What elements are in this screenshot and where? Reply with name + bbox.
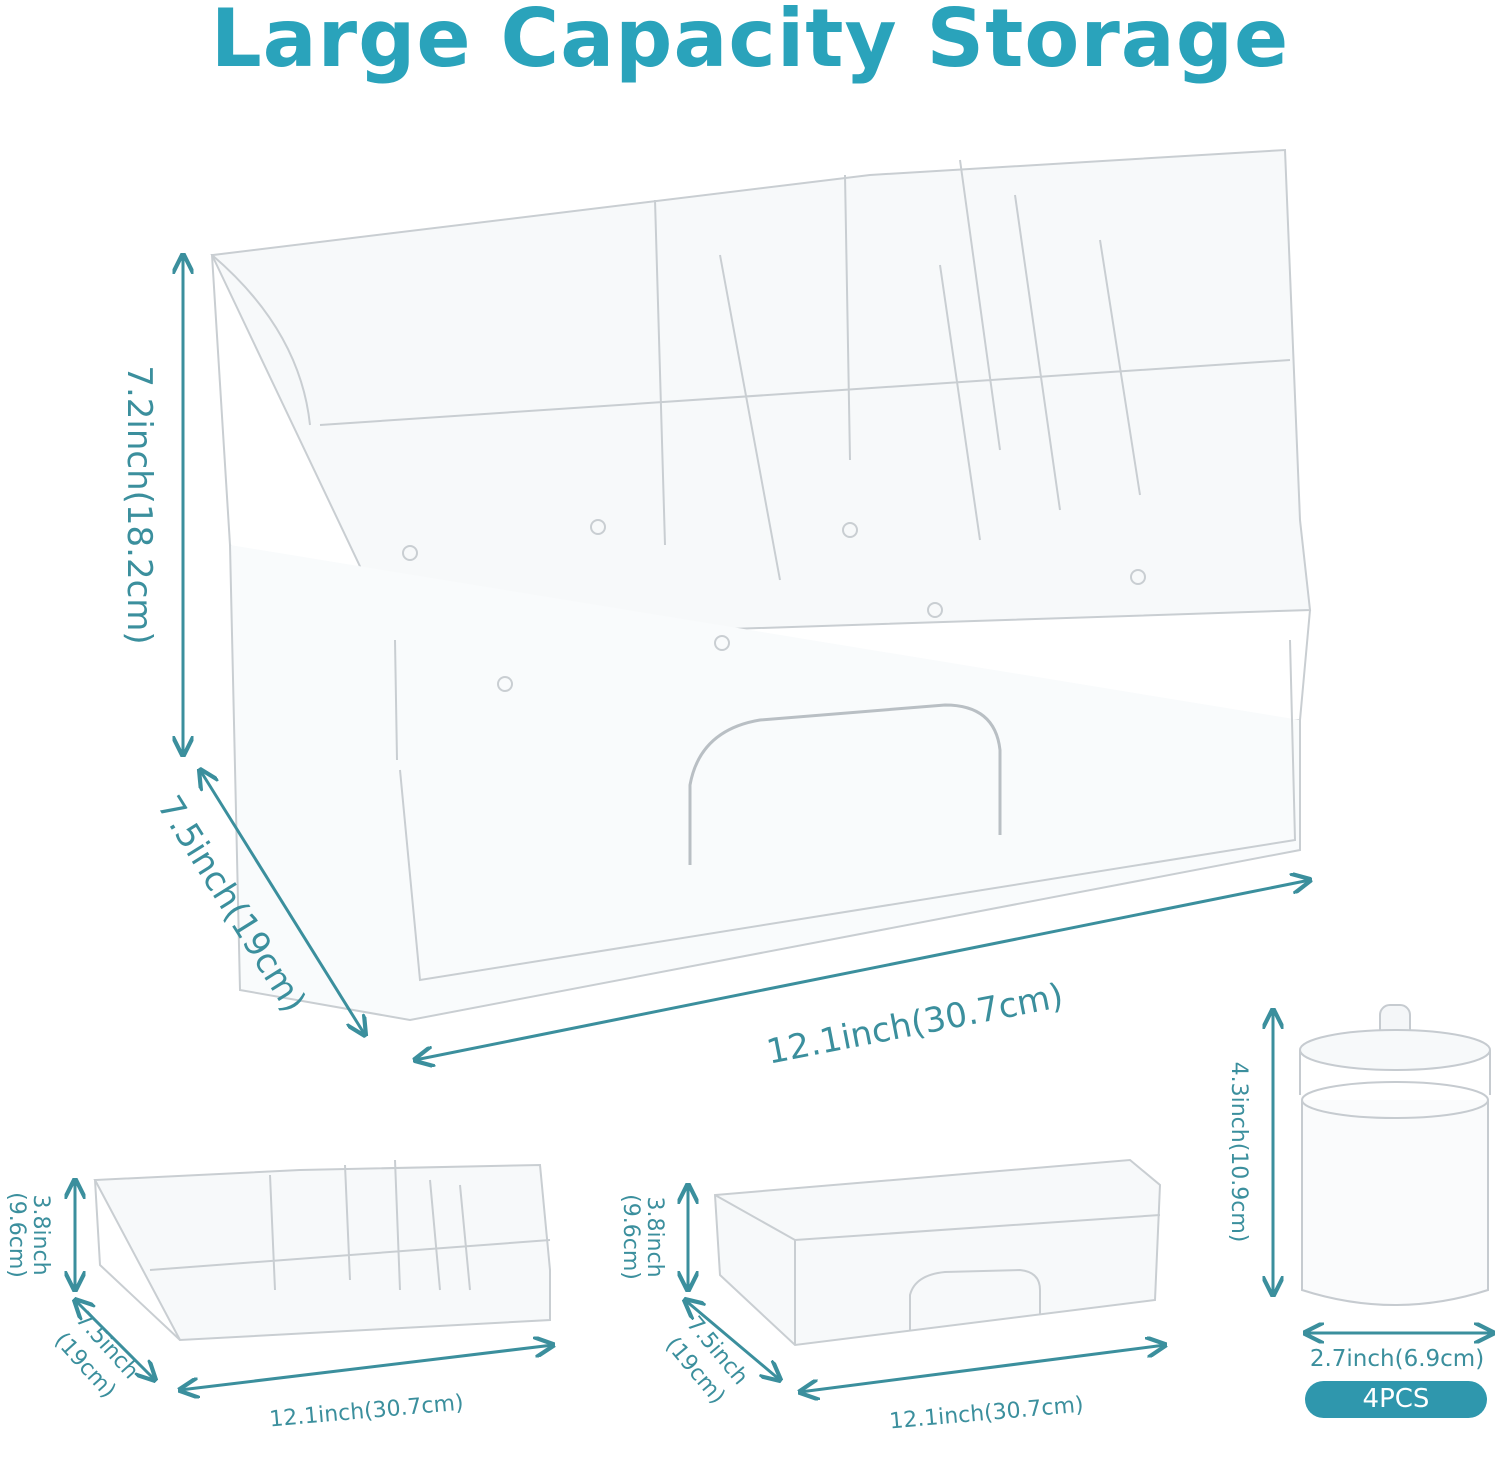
- drawer-width-label: 12.1inch(30.7cm): [888, 1393, 1084, 1435]
- main-organizer-drawing: [210, 148, 1312, 1022]
- page-title: Large Capacity Storage: [210, 0, 1290, 85]
- main-width-label: 12.1inch(30.7cm): [763, 976, 1066, 1073]
- drawer-height-cm: (9.6cm): [618, 1194, 643, 1280]
- jar-diameter-label: 2.7inch(6.9cm): [1310, 1346, 1484, 1372]
- jar-height-label: 4.3inch(10.9cm): [1226, 1062, 1251, 1243]
- tray-width-label: 12.1inch(30.7cm): [268, 1391, 464, 1433]
- tray-height-in: 3.8inch: [28, 1194, 53, 1275]
- cotton-jar-drawing: [1299, 1004, 1491, 1306]
- main-height-label: 7.2inch(18.2cm): [119, 365, 159, 644]
- tray-height-cm: (9.6cm): [4, 1192, 29, 1278]
- top-tray-drawing: [93, 1159, 551, 1342]
- main-dimension-arrows: [75, 255, 1493, 1392]
- drawer-height-in: 3.8inch: [642, 1196, 667, 1277]
- drawer-drawing: [713, 1158, 1162, 1347]
- quantity-badge: 4PCS: [1305, 1381, 1487, 1418]
